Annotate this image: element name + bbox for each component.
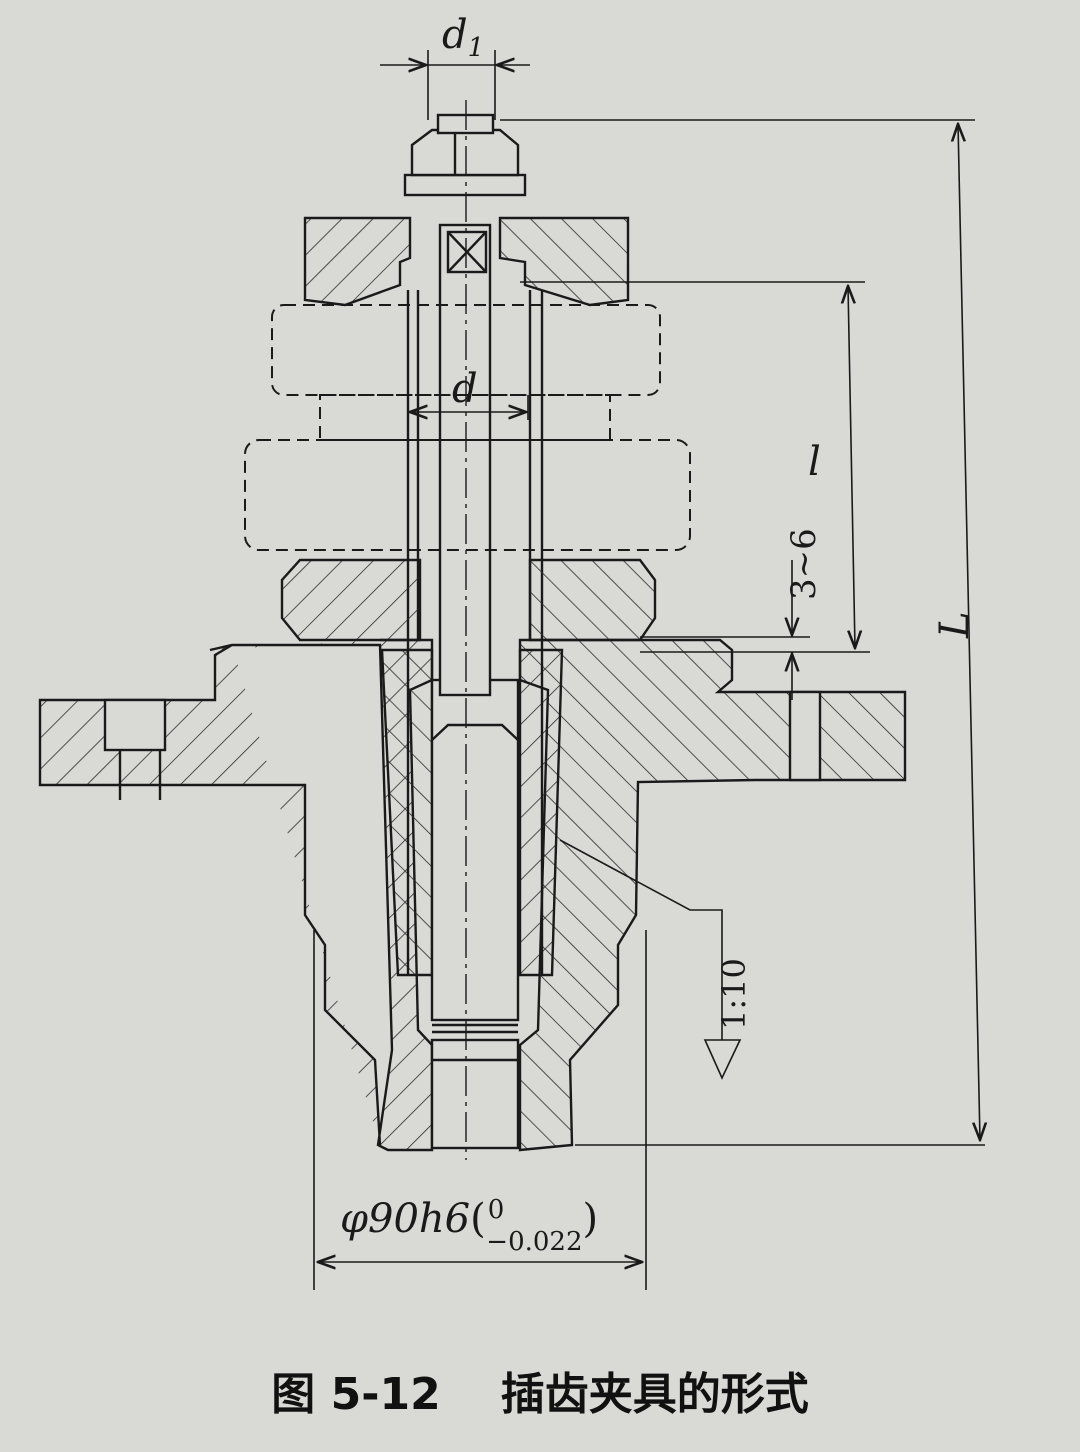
dimension-lines (313, 50, 985, 1290)
center-shaft (430, 678, 520, 1022)
locating-disc (280, 558, 422, 642)
flange-hole-left (103, 698, 167, 752)
draw-rod (438, 223, 492, 697)
shaft-thread (430, 1038, 520, 1150)
top-clamp-right (498, 216, 630, 307)
top-nut (410, 128, 520, 177)
figure-caption: 图 5-12 插齿夹具的形式 (0, 1360, 1080, 1420)
dimension-labels: d1 d l L 3~6 1:10 φ90h6(0−0.022) (340, 12, 978, 1257)
caption-number: 图 5-12 (271, 1369, 441, 1420)
label-d: d (452, 366, 478, 412)
caption-title: 插齿夹具的形式 (500, 1369, 809, 1420)
flange-hole-right (788, 690, 822, 782)
label-gap: 3~6 (784, 528, 824, 600)
label-phi90: φ90h6(0−0.022) (340, 1195, 598, 1257)
top-clamp-left (303, 216, 412, 307)
label-l: l (808, 439, 821, 485)
top-washer (403, 173, 527, 197)
base-body-left (38, 638, 434, 1152)
label-L: L (932, 611, 978, 639)
workpiece-middle (244, 439, 691, 551)
label-d1: d1 (442, 12, 484, 63)
label-taper: 1:10 (715, 958, 753, 1030)
main-body (38, 113, 907, 1152)
base-body-right (518, 638, 907, 1152)
